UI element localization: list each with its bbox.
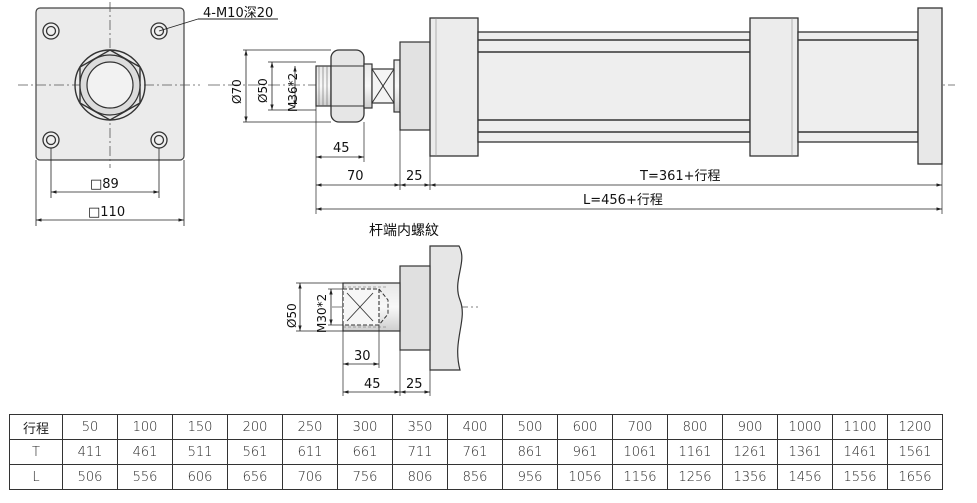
table-cell: 600 [557,414,613,440]
table-cell: 511 [172,439,228,465]
table-cell: 1000 [777,414,833,440]
rod-end-detail-view: 杆端内螺紋 Ø50 M30*2 30 45 25 [285,223,478,396]
table-cell: 1361 [777,439,833,465]
table-cell: 1456 [777,464,833,490]
rod-circle-outer [74,49,146,121]
flange-front-view: 4-M10深20 □89 □110 [18,2,278,226]
row-header-cell: 行程 [9,414,63,440]
table-cell: 150 [172,414,228,440]
table-cell: 500 [502,414,558,440]
dim-dia-outer: Ø70 [230,79,244,104]
table-cell: 900 [722,414,778,440]
table-cell: 1256 [667,464,723,490]
detail-dim-30: 30 [354,349,371,364]
table-cell: 806 [392,464,448,490]
table-cell: 800 [667,414,723,440]
table-cell: 1156 [612,464,668,490]
table-cell: 461 [117,439,173,465]
table-cell: 861 [502,439,558,465]
dim-dia-rod: Ø50 [256,78,270,103]
table-cell: 300 [337,414,393,440]
table-cell: 1161 [667,439,723,465]
detail-dim-thread: M30*2 [315,294,329,333]
dim-70: 70 [347,169,364,184]
dim-45: 45 [333,141,350,156]
hole-callout: 4-M10深20 [203,6,273,21]
table-cell: 350 [392,414,448,440]
detail-dim-dia-rod: Ø50 [285,303,299,328]
table-cell: 1656 [887,464,943,490]
cylinder-barrel [477,31,751,143]
table-cell: 400 [447,414,503,440]
dim-25: 25 [406,169,423,184]
detail-dim-25: 25 [406,377,423,392]
table-cell: 656 [227,464,283,490]
table-cell: 556 [117,464,173,490]
dim-inner: □89 [90,177,119,192]
dim-outer: □110 [88,205,125,220]
row-header-cell: T [9,439,63,465]
table-cell: 250 [282,414,338,440]
table-cell: 1100 [832,414,888,440]
table-cell: 856 [447,464,503,490]
dim-thread: M36*2 [286,73,300,112]
table-cell: 1561 [887,439,943,465]
table-cell: 200 [227,414,283,440]
table-cell: 956 [502,464,558,490]
table-cell: 50 [62,414,118,440]
table-cell: 1556 [832,464,888,490]
table-cell: 1061 [612,439,668,465]
table-cell: 1200 [887,414,943,440]
rod-circle-inner [86,61,134,109]
lock-nut [330,49,365,123]
table-cell: 561 [227,439,283,465]
table-cell: 1461 [832,439,888,465]
table-cell: 761 [447,439,503,465]
rear-cover [749,17,799,157]
table-cell: 611 [282,439,338,465]
table-cell: 606 [172,464,228,490]
body-break [429,245,463,371]
row-header-cell: L [9,464,63,490]
table-cell: 411 [62,439,118,465]
table-cell: 1261 [722,439,778,465]
rear-flange [917,7,943,165]
front-cover [429,17,479,157]
dim-T: T=361+行程 [639,169,721,184]
dim-L: L=456+行程 [583,193,663,208]
table-cell: 756 [337,464,393,490]
table-cell: 1356 [722,464,778,490]
detail-title: 杆端内螺紋 [369,223,439,239]
cylinder-side-view: Ø70 Ø50 M36*2 45 70 25 T=361+行程 L=456+行程 [208,7,955,214]
table-cell: 706 [282,464,338,490]
table-cell: 961 [557,439,613,465]
table-cell: 661 [337,439,393,465]
rod-end [315,65,332,107]
table-cell: 711 [392,439,448,465]
detail-dim-45: 45 [364,377,381,392]
table-cell: 100 [117,414,173,440]
front-boss [399,41,431,131]
table-cell: 700 [612,414,668,440]
table-cell: 1056 [557,464,613,490]
table-cell: 506 [62,464,118,490]
